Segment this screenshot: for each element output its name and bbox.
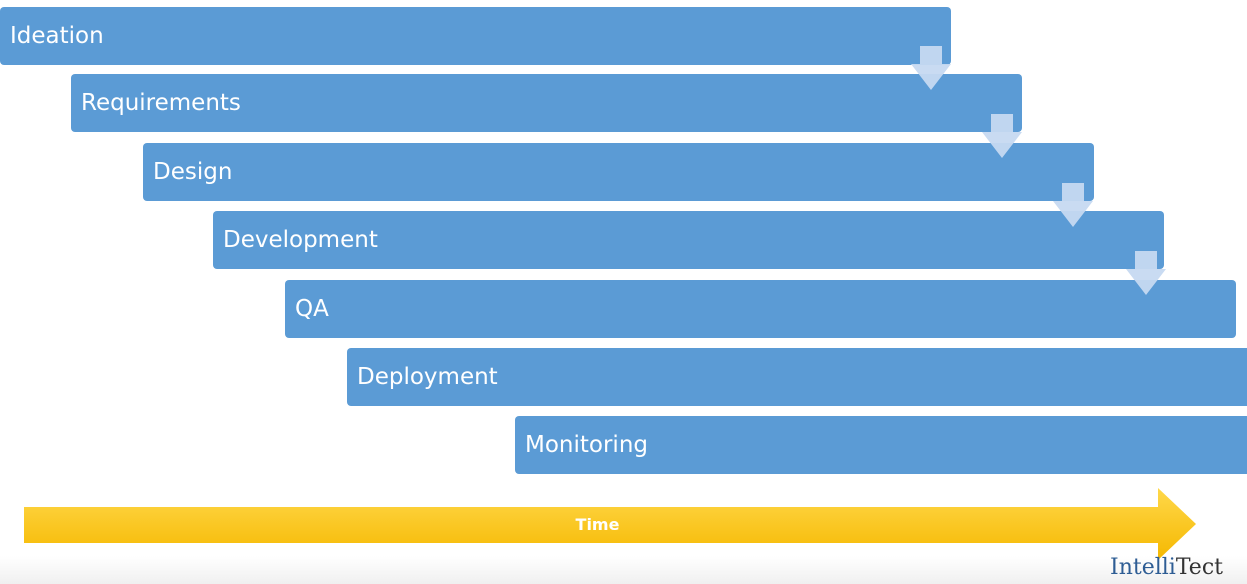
- phase-bar-monitoring: Monitoring: [515, 416, 1247, 474]
- time-arrow-icon: [24, 488, 1196, 560]
- phase-label: QA: [295, 295, 329, 322]
- down-arrow-icon: [1053, 183, 1093, 227]
- phase-bar-ideation: Ideation: [0, 7, 951, 65]
- phase-label: Monitoring: [525, 431, 648, 458]
- phase-label: Ideation: [10, 22, 104, 49]
- phase-bar-qa: QA: [285, 280, 1236, 338]
- time-label: Time: [575, 515, 620, 534]
- bottom-gradient: [0, 556, 1247, 584]
- intellitect-logo: IntelliTect: [1110, 555, 1223, 581]
- phase-label: Development: [223, 226, 378, 253]
- phase-label: Deployment: [357, 363, 498, 390]
- phase-bar-design: Design: [143, 143, 1094, 201]
- phase-bar-requirements: Requirements: [71, 74, 1022, 132]
- phase-bar-deployment: Deployment: [347, 348, 1247, 406]
- phase-bar-development: Development: [213, 211, 1164, 269]
- logo-text-secondary: Tect: [1175, 555, 1223, 580]
- down-arrow-icon: [982, 114, 1022, 158]
- phase-label: Design: [153, 158, 233, 185]
- logo-text-primary: Intelli: [1110, 555, 1176, 580]
- phase-label: Requirements: [81, 89, 241, 116]
- down-arrow-icon: [911, 46, 951, 90]
- down-arrow-icon: [1126, 251, 1166, 295]
